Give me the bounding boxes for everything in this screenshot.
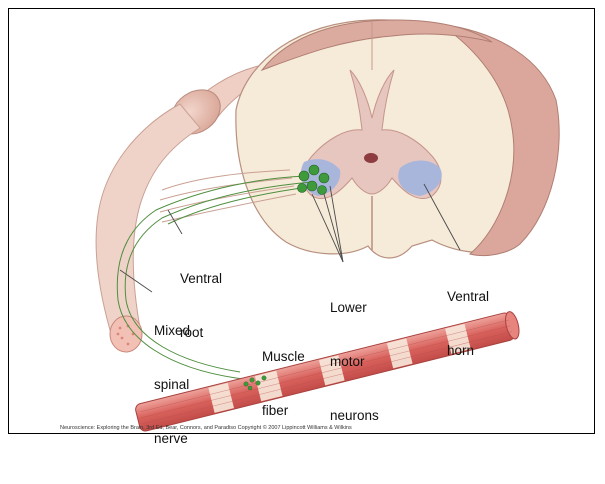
label-muscle-fiber-line2: fiber <box>262 402 305 420</box>
label-mixed-spinal-nerve-line2: spinal <box>154 376 190 394</box>
label-mixed-spinal-nerve-line3: nerve <box>154 430 190 448</box>
label-ventral-horn: Ventral horn <box>447 252 489 396</box>
diagram-stage: Ventral root Lower motor neurons Ventral… <box>0 0 605 444</box>
label-mixed-spinal-nerve: Mixed spinal nerve <box>154 286 190 484</box>
label-ventral-horn-line2: horn <box>447 342 489 360</box>
label-lower-motor-neurons: Lower motor neurons <box>330 263 379 461</box>
label-mixed-spinal-nerve-line1: Mixed <box>154 322 190 340</box>
label-muscle-fiber-line1: Muscle <box>262 348 305 366</box>
label-muscle-fiber: Muscle fiber <box>262 312 305 456</box>
label-lower-motor-neurons-line2: motor <box>330 353 379 371</box>
label-ventral-horn-line1: Ventral <box>447 288 489 306</box>
label-lower-motor-neurons-line1: Lower <box>330 299 379 317</box>
copyright-credit: Neuroscience: Exploring the Brain, 3rd E… <box>60 425 352 431</box>
label-lower-motor-neurons-line3: neurons <box>330 407 379 425</box>
spinal-cord <box>236 20 559 258</box>
